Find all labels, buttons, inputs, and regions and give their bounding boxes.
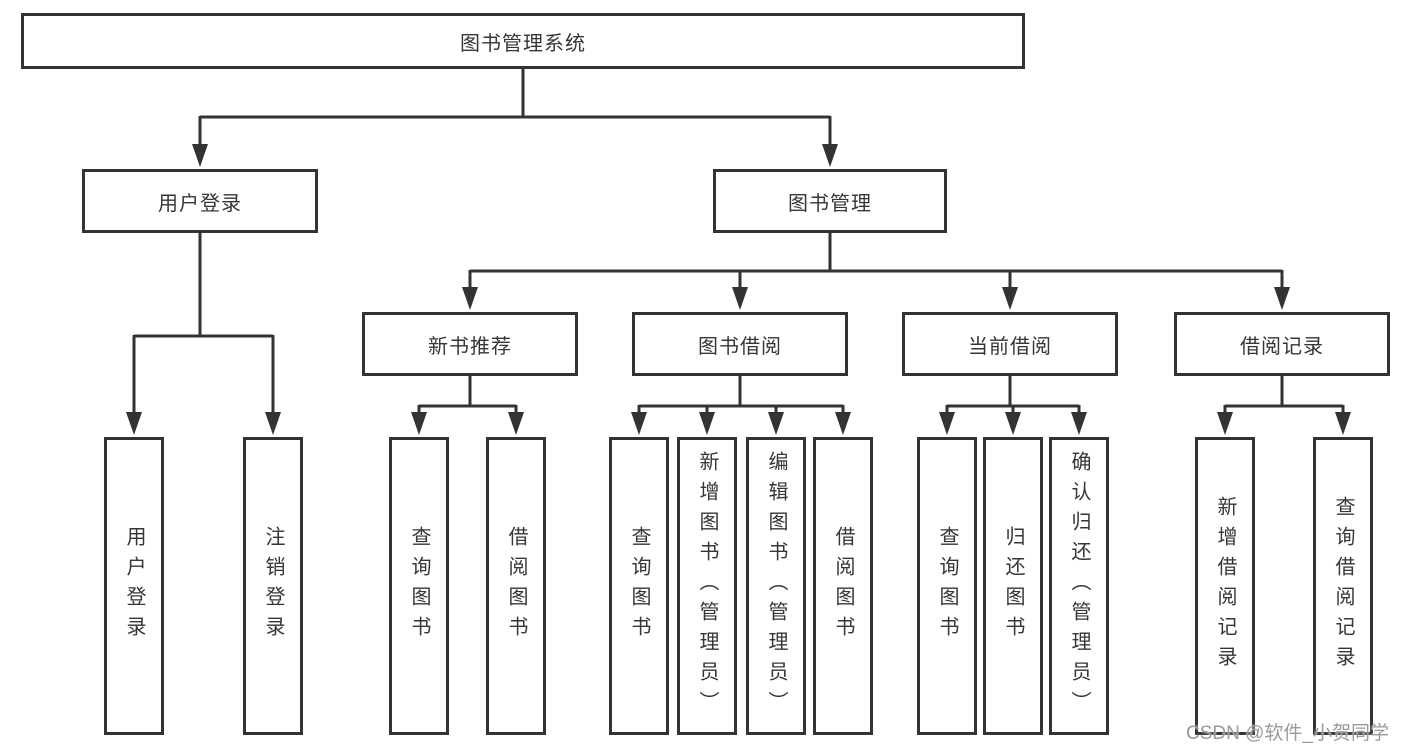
- leaf-edit-books-admin: 编辑图书（管理员）: [746, 437, 806, 735]
- leaf-label: 借阅图书: [505, 526, 527, 646]
- node-new-book-recommend: 新书推荐: [362, 312, 578, 376]
- leaf-label: 新增借阅记录: [1214, 496, 1236, 676]
- leaf-borrow-books: 借阅图书: [813, 437, 873, 735]
- leaf-label: 归还图书: [1002, 526, 1024, 646]
- node-user-login-branch: 用户登录: [82, 169, 318, 233]
- node-label: 图书借阅: [698, 335, 782, 358]
- leaf-confirm-return-admin: 确认归还（管理员）: [1049, 437, 1109, 735]
- leaf-label: 确认归还（管理员）: [1068, 451, 1090, 721]
- node-root-label: 图书管理系统: [460, 32, 586, 55]
- leaf-label: 编辑图书（管理员）: [765, 451, 787, 721]
- leaf-label: 新增图书（管理员）: [696, 451, 718, 721]
- node-label: 用户登录: [158, 192, 242, 215]
- leaf-label: 用户登录: [123, 526, 145, 646]
- node-label: 借阅记录: [1240, 335, 1324, 358]
- leaf-add-books-admin: 新增图书（管理员）: [677, 437, 737, 735]
- node-current-borrowing: 当前借阅: [902, 312, 1118, 376]
- csdn-watermark: CSDN @软件_小贺同学: [1186, 723, 1389, 744]
- leaf-label: 注销登录: [262, 526, 284, 646]
- leaf-add-borrow-record: 新增借阅记录: [1195, 437, 1255, 735]
- leaf-label: 查询借阅记录: [1332, 496, 1354, 676]
- arrowheads: [126, 144, 1351, 435]
- node-book-management-branch: 图书管理: [713, 169, 947, 233]
- leaf-logout: 注销登录: [243, 437, 303, 735]
- leaf-borrow-books-recommend: 借阅图书: [486, 437, 546, 735]
- leaf-query-books-borrowing: 查询图书: [609, 437, 669, 735]
- leaf-query-books-current: 查询图书: [917, 437, 977, 735]
- leaf-query-borrow-record: 查询借阅记录: [1313, 437, 1373, 735]
- leaf-label: 查询图书: [936, 526, 958, 646]
- node-root: 图书管理系统: [21, 13, 1025, 69]
- node-label: 当前借阅: [968, 335, 1052, 358]
- leaf-label: 借阅图书: [832, 526, 854, 646]
- node-label: 新书推荐: [428, 335, 512, 358]
- node-label: 图书管理: [788, 192, 872, 215]
- leaf-return-books: 归还图书: [983, 437, 1043, 735]
- node-book-borrowing: 图书借阅: [632, 312, 848, 376]
- leaf-label: 查询图书: [628, 526, 650, 646]
- leaf-label: 查询图书: [408, 526, 430, 646]
- leaf-user-login: 用户登录: [104, 437, 164, 735]
- node-borrowing-records: 借阅记录: [1174, 312, 1390, 376]
- leaf-query-books-recommend: 查询图书: [389, 437, 449, 735]
